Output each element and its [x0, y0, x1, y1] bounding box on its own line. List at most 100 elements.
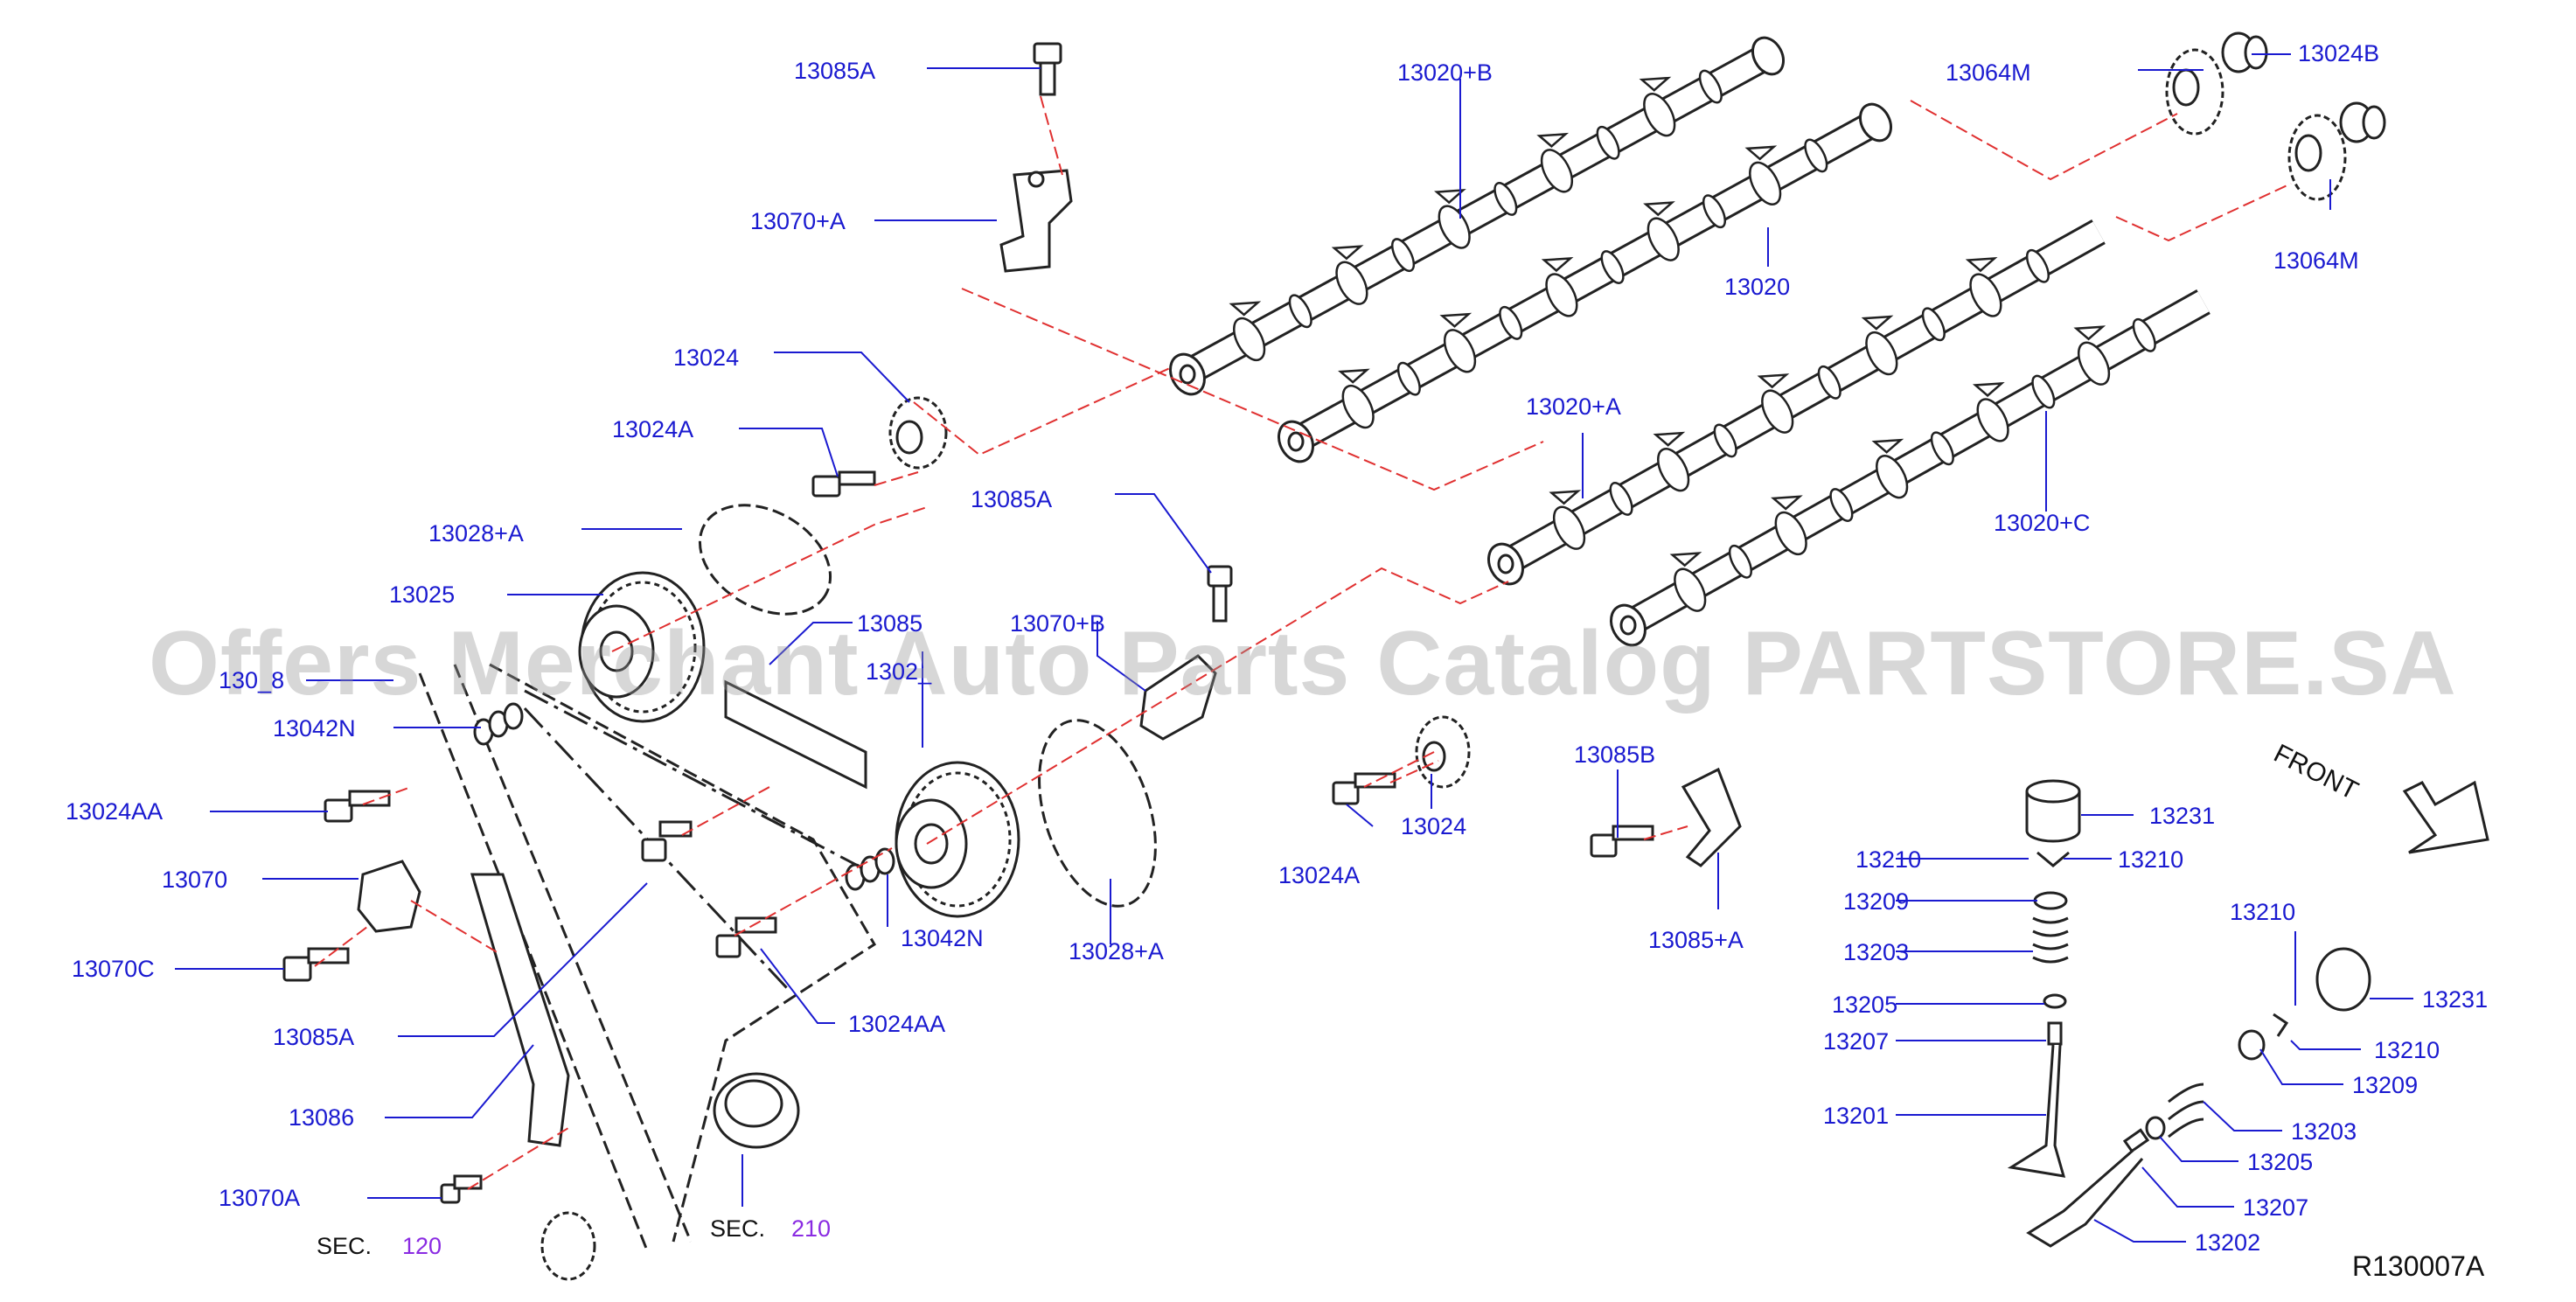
- sec-label-1: SEC.: [317, 1233, 372, 1259]
- sec-ref-120[interactable]: 120: [402, 1233, 442, 1259]
- part-label-13024-upper[interactable]: 13024: [673, 345, 740, 371]
- part-label-13028-plus-a-1[interactable]: 13028+A: [428, 520, 524, 547]
- cam-lobe-tip: [2073, 325, 2106, 341]
- timing-chains: [418, 504, 1157, 1251]
- part-label-13020-plus-c[interactable]: 13020+C: [1994, 510, 2091, 536]
- cam-lobe: [1865, 331, 1898, 376]
- cam-lobe-tip: [1434, 189, 1466, 205]
- part-label-13024-partial[interactable]: 1302_: [866, 658, 932, 685]
- part-label-13210-3[interactable]: 13210: [2230, 899, 2296, 925]
- part-label-13085a-mid[interactable]: 13085A: [971, 486, 1053, 512]
- cam-lobe: [1728, 544, 1753, 579]
- part-label-13085a-top[interactable]: 13085A: [794, 58, 876, 84]
- part-label-13020-plus-a[interactable]: 13020+A: [1526, 393, 1621, 420]
- part-label-13085[interactable]: 13085: [857, 610, 923, 637]
- part-label-13024a-upper[interactable]: 13024A: [612, 416, 694, 442]
- part-label-13024aa-1[interactable]: 13024AA: [66, 798, 164, 825]
- part-label-13070a[interactable]: 13070A: [219, 1185, 301, 1211]
- cam-lobe-tip: [1439, 312, 1472, 328]
- part-label-13205-2[interactable]: 13205: [2247, 1149, 2314, 1175]
- part-label-13064m-1[interactable]: 13064M: [1946, 59, 2031, 86]
- part-label-13086[interactable]: 13086: [289, 1104, 355, 1131]
- camshaft-13020: [1278, 102, 1893, 463]
- cam-lobe-tip: [1757, 373, 1790, 389]
- part-label-13231-1[interactable]: 13231: [2149, 803, 2216, 829]
- part-label-13202[interactable]: 13202: [2195, 1229, 2261, 1256]
- part-label-13028-partial[interactable]: 130_8: [219, 667, 285, 693]
- part-label-13025[interactable]: 13025: [389, 581, 456, 608]
- part-label-13070[interactable]: 13070: [162, 867, 228, 893]
- cam-lobe: [1921, 307, 1946, 342]
- part-label-13020[interactable]: 13020: [1724, 274, 1791, 300]
- part-label-13064m-2[interactable]: 13064M: [2273, 247, 2359, 274]
- cam-lobe: [1647, 217, 1680, 261]
- cam-lobe-tip: [1639, 76, 1672, 92]
- cam-lobe: [1698, 69, 1723, 104]
- cam-lobe: [1976, 398, 2009, 442]
- sprocket-lower-intake: [895, 761, 1020, 918]
- cam-lobe: [1969, 273, 2002, 317]
- part-label-13231-2[interactable]: 13231: [2422, 986, 2489, 1013]
- part-label-13024b[interactable]: 13024B: [2298, 40, 2380, 66]
- part-label-13209-1[interactable]: 13209: [1843, 888, 1910, 915]
- tensioner-13070-plus-b: [1139, 654, 1217, 741]
- part-label-13070-plus-b[interactable]: 13070+B: [1010, 610, 1105, 637]
- cam-lobe: [1540, 149, 1574, 193]
- part-label-13207-2[interactable]: 13207: [2243, 1194, 2309, 1221]
- part-label-13203-2[interactable]: 13203: [2291, 1118, 2357, 1145]
- part-label-13085b[interactable]: 13085B: [1574, 742, 1656, 768]
- part-label-13203-1[interactable]: 13203: [1843, 939, 1910, 965]
- valve-group-2: [2026, 947, 2371, 1248]
- cam-lobe: [1396, 361, 1421, 396]
- cam-lobe-tip: [1541, 256, 1574, 273]
- part-label-13210-1[interactable]: 13210: [1855, 846, 1922, 873]
- cam-lobe-tip: [1331, 245, 1364, 261]
- crank-sprocket: [540, 1211, 596, 1281]
- sprocket-13025: [578, 571, 706, 723]
- part-label-13210-2[interactable]: 13210: [2118, 846, 2184, 873]
- part-label-13024a-lower[interactable]: 13024A: [1278, 862, 1361, 888]
- part-label-13210-4[interactable]: 13210: [2374, 1037, 2440, 1063]
- part-label-13201[interactable]: 13201: [1823, 1103, 1890, 1129]
- part-label-13209-2[interactable]: 13209: [2352, 1072, 2419, 1098]
- sprocket-13024-lower: [1415, 715, 1471, 789]
- part-label-13207-1[interactable]: 13207: [1823, 1028, 1890, 1055]
- part-label-13085a-low[interactable]: 13085A: [273, 1024, 355, 1050]
- tensioner-sec-210: [713, 1072, 800, 1149]
- cam-lobe: [1493, 182, 1518, 216]
- camshaft-13020-plus-a: [1487, 219, 2106, 586]
- part-label-13205-1[interactable]: 13205: [1832, 992, 1898, 1018]
- cam-lobe: [1713, 423, 1737, 458]
- sec-ref-210[interactable]: 210: [791, 1215, 832, 1242]
- cam-lobe-tip: [1549, 490, 1582, 505]
- cam-lobe: [1390, 238, 1416, 273]
- camshaft-13020-plus-b: [1169, 36, 1786, 396]
- part-label-13024-lower[interactable]: 13024: [1401, 813, 1467, 839]
- part-label-13085-plus-a[interactable]: 13085+A: [1648, 927, 1744, 953]
- cam-lobe: [2077, 341, 2111, 386]
- part-label-13070c[interactable]: 13070C: [72, 956, 155, 982]
- cam-lobe: [1552, 505, 1586, 550]
- part-label-13042n-2[interactable]: 13042N: [901, 925, 984, 951]
- cam-lobe: [1643, 93, 1676, 137]
- cam-lobe: [1438, 205, 1471, 249]
- cam-lobe-tip: [1965, 257, 1998, 273]
- cam-lobe: [1443, 329, 1477, 373]
- part-label-13020-plus-b[interactable]: 13020+B: [1397, 59, 1493, 86]
- part-label-13024aa-2[interactable]: 13024AA: [848, 1011, 946, 1037]
- camshaft-13020-plus-c: [1610, 289, 2210, 647]
- cam-lobe: [1749, 161, 1782, 205]
- part-label-13028-plus-a-2[interactable]: 13028+A: [1069, 938, 1164, 964]
- cam-lobe-tip: [1229, 301, 1262, 317]
- cam-lobe-tip: [1643, 201, 1675, 217]
- part-label-13042n-1[interactable]: 13042N: [273, 715, 356, 742]
- part-label-13070-plus-a-top[interactable]: 13070+A: [750, 208, 846, 234]
- diagram-id: R130007A: [2352, 1250, 2485, 1282]
- cam-lobes: [1229, 69, 2156, 612]
- cam-lobe: [1288, 294, 1312, 329]
- cam-lobe: [1674, 567, 1707, 612]
- cam-lobe: [1233, 317, 1266, 362]
- bracket-13085-plus-a: [1681, 767, 1742, 867]
